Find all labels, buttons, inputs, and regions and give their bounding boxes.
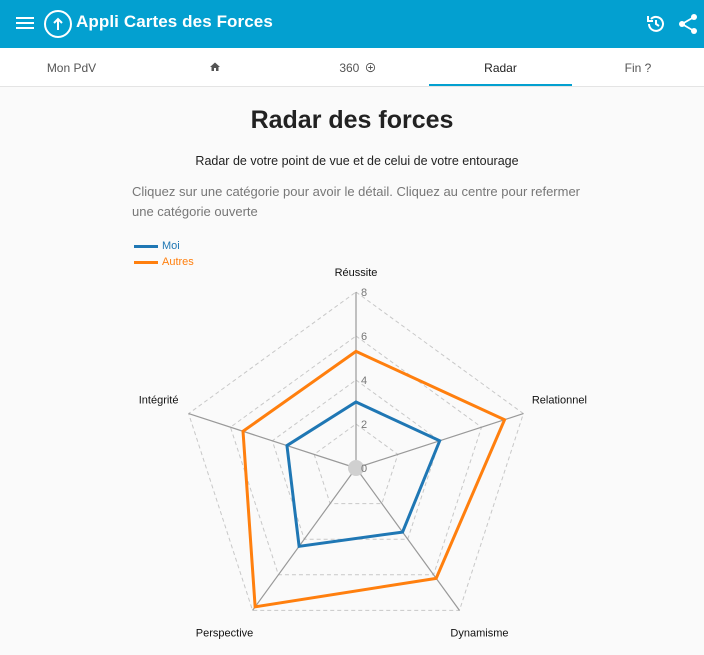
home-icon [209, 62, 220, 71]
tick-label: 4 [361, 375, 367, 387]
legend-item-moi[interactable]: Moi [134, 238, 194, 254]
grid-ring [313, 423, 399, 505]
tick-label: 2 [361, 419, 367, 431]
tab-360[interactable]: 360 [286, 48, 429, 86]
grid-ring [188, 291, 524, 611]
series-line-autres [241, 349, 507, 609]
active-tab-indicator [429, 84, 572, 86]
tab-bar: Mon PdV 360 Radar Fin ? [0, 48, 704, 87]
axis-line-3 [355, 467, 460, 611]
axis-label[interactable]: Dynamisme [450, 627, 508, 639]
tick-label: 6 [361, 331, 367, 343]
center-button[interactable] [348, 460, 364, 476]
menu-icon[interactable] [16, 14, 34, 34]
axis-line-4 [252, 467, 357, 611]
axis-label[interactable]: Perspective [196, 627, 253, 639]
tick-label: 0 [361, 463, 367, 475]
chart-legend: Moi Autres [134, 238, 194, 270]
app-bar: Appli Cartes des Forces [0, 0, 704, 48]
history-icon[interactable] [644, 12, 668, 36]
page-subtitle: Radar de votre point de vue et de celui … [195, 154, 519, 168]
tab-fin[interactable]: Fin ? [624, 61, 652, 75]
grid-ring [271, 379, 441, 540]
axis-label[interactable]: Intégrité [139, 395, 179, 407]
grid-ring [229, 335, 483, 576]
legend-label-autres: Autres [162, 256, 194, 268]
page-hint: Cliquez sur une catégorie pour avoir le … [132, 184, 581, 219]
axis-label[interactable]: Relationnel [532, 395, 587, 407]
app-title: Appli Cartes des Forces [76, 12, 273, 31]
legend-swatch-moi [134, 244, 158, 248]
tick-label: 8 [361, 287, 367, 299]
add-circle-icon [365, 62, 375, 73]
page-title: Radar des forces [250, 106, 454, 134]
tab-home[interactable] [143, 48, 286, 86]
arrow-up-circle-icon [44, 10, 72, 38]
legend-item-autres[interactable]: Autres [134, 254, 194, 270]
axis-label[interactable]: Réussite [335, 267, 378, 279]
tab-radar[interactable]: Radar [429, 48, 572, 86]
series-line-moi [285, 400, 442, 549]
axis-line-5 [188, 413, 357, 469]
legend-label-moi: Moi [162, 240, 180, 252]
tab-mon-pdv[interactable]: Mon PdV [46, 61, 97, 75]
share-icon[interactable] [676, 12, 700, 36]
legend-swatch-autres [134, 260, 158, 264]
